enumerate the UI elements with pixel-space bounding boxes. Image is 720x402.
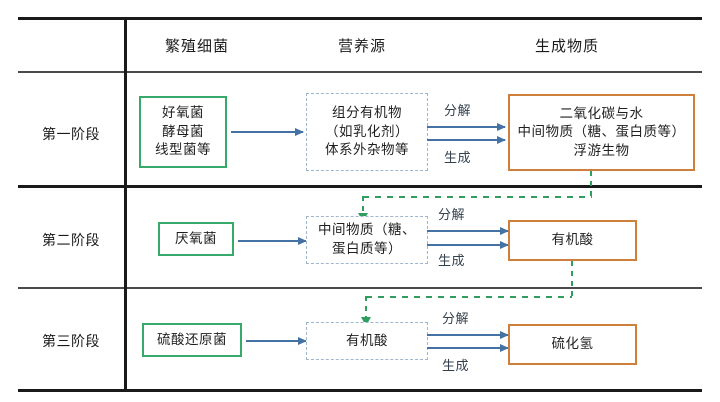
stage1-product-box: 二氧化碳与水 中间物质（糖、蛋白质等） 浮游生物 [508,94,695,171]
feedback-1-segment-left [363,196,592,199]
table-rule-stage2 [18,287,702,289]
feedback-1-segment-down [590,171,593,198]
stage1-arrow-generate [427,135,506,144]
stage1-arrow-bacteria-to-nutrient [231,127,304,136]
table-vertical-divider [124,18,127,392]
stage3-product-line-1: 硫化氢 [551,336,594,352]
stage2-nutrient-line-1: 中间物质（糖、 [318,222,416,238]
stage-label-1: 第一阶段 [42,128,100,143]
stage1-nutrient-line-1: 组分有机物 [332,105,402,121]
stage1-nutrient-line-3: 体系外杂物等 [325,142,409,158]
stage2-arrow-decompose [427,226,509,235]
feedback-1-segment-drop [362,196,365,215]
stage2-bacteria-box: 厌氧菌 [158,222,234,256]
feedback-2-segment-down [571,261,574,298]
feedback-2-segment-drop [365,296,368,319]
stage2-nutrient-line-2: 蛋白质等） [332,241,402,256]
stage3-arrow-generate [427,343,509,352]
table-rule-bottom [18,389,702,392]
stage1-generate-label: 生成 [444,150,472,165]
table-rule-header [18,71,702,73]
stage1-product-line-3: 浮游生物 [573,142,630,158]
stage3-arrow-bacteria-to-nutrient [246,336,307,345]
column-header-product: 生成物质 [535,39,600,55]
stage1-nutrient-box: 组分有机物 （如乳化剂） 体系外杂物等 [306,93,428,171]
stage3-bacteria-box: 硫酸还原菌 [142,323,242,357]
feedback-2-segment-left [366,296,572,299]
stage1-bacteria-line-3: 线型菌等 [155,142,211,158]
stage1-arrow-decompose [427,122,506,131]
stage1-bacteria-line-2: 酵母菌 [162,123,204,139]
stage2-nutrient-box: 中间物质（糖、 蛋白质等） [306,216,428,264]
stage3-generate-label: 生成 [442,358,470,373]
stage3-nutrient-line-1: 有机酸 [346,332,388,348]
stage1-nutrient-line-2: （如乳化剂） [325,123,409,139]
stage3-product-box: 硫化氢 [508,324,637,365]
stage3-bacteria-line-1: 硫酸还原菌 [157,331,227,347]
stage3-decompose-label: 分解 [442,311,470,326]
stage2-arrow-bacteria-to-nutrient [238,236,307,245]
stage1-decompose-label: 分解 [444,103,472,118]
stage1-product-line-1: 二氧化碳与水 [559,105,644,121]
table-rule-stage1 [18,185,702,188]
feedback-2-arrowhead-icon [361,317,371,326]
stage3-nutrient-box: 有机酸 [306,322,428,360]
stage1-bacteria-line-1: 好氧菌 [162,105,204,121]
stage2-generate-label: 生成 [438,253,466,268]
stage2-bacteria-line-1: 厌氧菌 [175,230,217,246]
stage2-arrow-generate [427,240,509,249]
stage1-bacteria-box: 好氧菌 酵母菌 线型菌等 [139,96,227,168]
column-header-nutrient: 营养源 [338,39,387,55]
stage3-arrow-decompose [427,330,509,339]
stage2-product-line-1: 有机酸 [551,232,594,248]
table-rule-top [18,17,702,20]
stage-label-3: 第三阶段 [42,335,100,350]
stage2-decompose-label: 分解 [438,207,466,222]
column-header-bacteria: 繁殖细菌 [165,39,230,55]
stage1-product-line-2: 中间物质（糖、蛋白质等） [517,124,686,140]
stage2-product-box: 有机酸 [508,220,637,261]
stage-label-2: 第二阶段 [42,234,100,249]
